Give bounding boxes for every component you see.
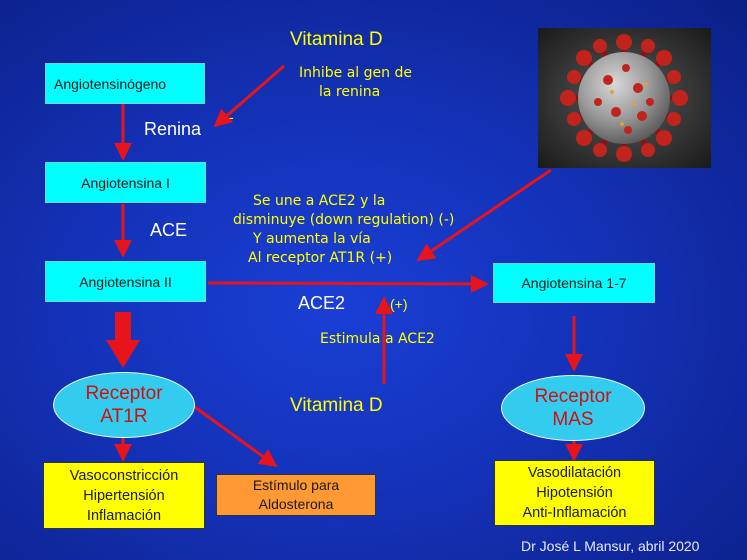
label-plus: (+) — [390, 296, 408, 312]
note-se-une-line3: Y aumenta la vía — [253, 231, 371, 247]
label-minus-sign: - — [229, 109, 234, 125]
label-renina: Renina — [144, 119, 202, 139]
effects-at1r: Vasoconstricción Hipertensión Inflamació… — [43, 462, 205, 529]
arrow-virus-to-ace2-pathway — [416, 168, 552, 262]
note-estimula-ace2: Estimula a ACE2 — [320, 331, 435, 347]
author-credit: Dr José L Mansur, abril 2020 — [521, 538, 700, 554]
label-ace: ACE — [150, 220, 188, 240]
node-angiotensina-ii: Angiotensina II — [45, 261, 206, 302]
label-ace2: ACE2 — [298, 293, 346, 313]
effect-inflamacion: Inflamación — [86, 507, 162, 524]
effect-hipotension: Hipotensión — [536, 485, 613, 501]
receptor-at1r-line2: AT1R — [100, 406, 148, 427]
note-se-une-line1: Se une a ACE2 y la — [253, 193, 386, 209]
node-angiotensinogeno: Angiotensinógeno — [45, 63, 205, 104]
aldosterona-line1: Estímulo para — [252, 477, 340, 493]
node-angiotensina-1-7: Angiotensina 1-7 — [493, 263, 655, 303]
effect-aldosterona: Estímulo para Aldosterona — [216, 474, 376, 516]
receptor-mas: Receptor MAS — [501, 375, 645, 441]
effect-anti-inflamacion: Anti-Inflamación — [522, 505, 627, 521]
effect-hipertension: Hipertensión — [83, 487, 165, 504]
effect-vasodilatacion: Vasodilatación — [527, 465, 622, 481]
note-inhibe-line2: la renina — [319, 84, 381, 100]
note-inhibe-line1: Inhibe al gen de — [299, 65, 412, 81]
arrow-vitamina-d-inhibe-renina — [213, 64, 285, 128]
receptor-mas-line2: MAS — [552, 409, 594, 430]
label-vitamina-d-top: Vitamina D — [290, 29, 383, 50]
receptor-at1r: Receptor AT1R — [53, 372, 195, 438]
arrow-angiotensina-ii-to-1-7 — [207, 274, 489, 293]
note-se-une-line2: disminuye (down regulation) (-) — [233, 212, 455, 228]
receptor-at1r-line1: Receptor — [85, 383, 163, 404]
aldosterona-line2: Aldosterona — [258, 496, 334, 512]
arrow-at1r-to-aldosterona — [191, 403, 278, 468]
label-vitamina-d-bottom: Vitamina D — [290, 395, 383, 416]
big-arrow-angiotensina-ii-to-at1r — [106, 312, 140, 368]
node-angiotensina-i: Angiotensina I — [45, 162, 206, 203]
effect-vasoconstriccion: Vasoconstricción — [69, 467, 179, 484]
receptor-mas-line1: Receptor — [534, 386, 612, 407]
effects-mas: Vasodilatación Hipotensión Anti-Inflamac… — [494, 460, 655, 526]
note-se-une-ace2: Se une a ACE2 y la disminuye (down regul… — [233, 192, 454, 268]
note-se-une-line4: Al receptor AT1R (+) — [248, 250, 393, 266]
coronavirus-image — [538, 28, 711, 168]
note-inhibe-renina: Inhibe al gen de la renina — [299, 64, 412, 102]
